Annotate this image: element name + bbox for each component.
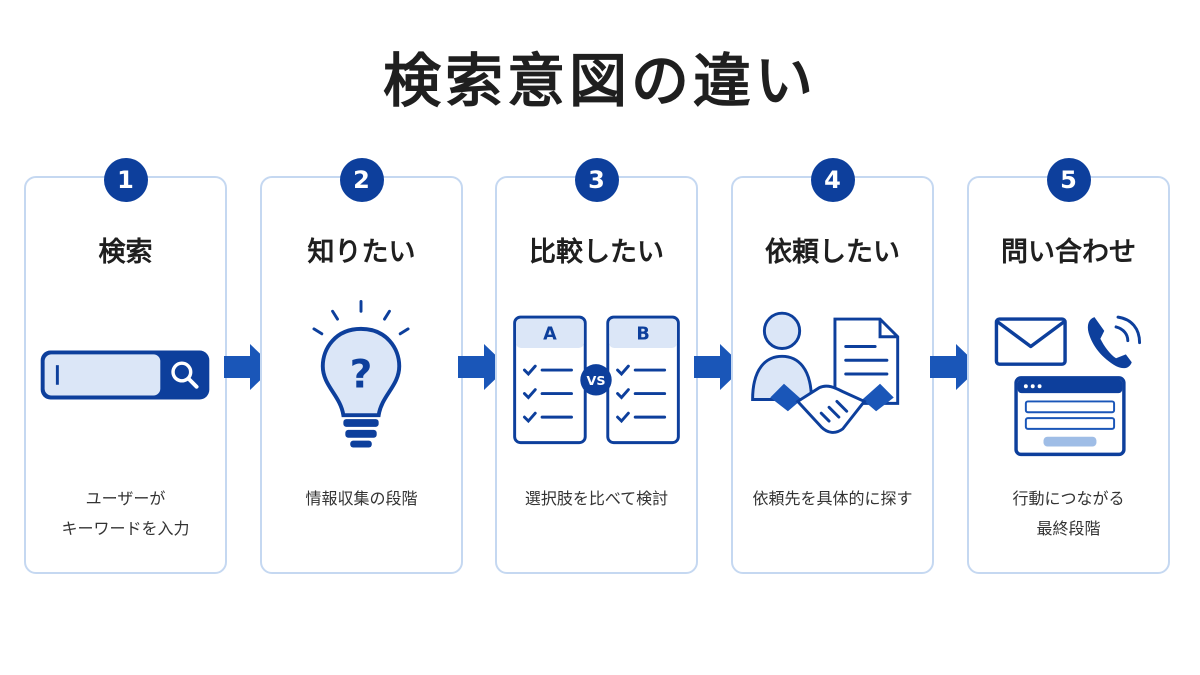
step-description: 依頼先を具体的に探す <box>752 489 913 508</box>
phone-icon <box>1087 315 1142 369</box>
step-card-1: 1 検索 ユーザーが キーワードを入力 <box>24 158 227 574</box>
step-title: 検索 <box>98 237 153 268</box>
page-title: 検索意図の違い <box>382 47 817 115</box>
mail-icon <box>994 317 1067 366</box>
vs-label: VS <box>586 374 605 389</box>
lightbulb-question-icon: ? <box>312 299 410 448</box>
step-description: 行動につながる 最終段階 <box>1012 489 1125 538</box>
step-card-5: 5 問い合わせ 行動につながる 最終段階 <box>967 158 1170 574</box>
step-number-badge: 2 <box>339 158 384 202</box>
web-form-icon <box>1014 376 1126 457</box>
step-card-2: 2 知りたい ? 情報収集の段階 <box>260 158 463 574</box>
handshake-icon <box>770 383 894 434</box>
step-description: 選択肢を比べて検討 <box>524 489 669 508</box>
step-description: ユーザーが キーワードを入力 <box>61 489 190 538</box>
step-description: 情報収集の段階 <box>305 489 418 508</box>
svg-text:?: ? <box>350 353 373 398</box>
step-number-badge: 4 <box>810 158 855 202</box>
compare-label-a: A <box>543 325 557 345</box>
handshake-document-icon <box>751 311 900 434</box>
compare-label-b: B <box>636 325 649 345</box>
checklist-b: B <box>606 315 680 445</box>
search-bar-icon <box>40 350 210 400</box>
step-card-3: 3 比較したい A B VS 選択肢を比べて検討 <box>495 158 698 574</box>
step-title: 比較したい <box>529 237 664 268</box>
step-title: 依頼したい <box>765 237 900 268</box>
step-title: 知りたい <box>307 237 416 268</box>
step-card-4: 4 依頼したい 依頼先を具体的に探す <box>731 158 934 574</box>
step-title: 問い合わせ <box>1001 237 1136 268</box>
comparison-checklist-icon: A B VS <box>513 315 680 445</box>
checklist-a: A <box>513 315 587 445</box>
step-number-badge: 1 <box>103 158 148 202</box>
step-number-badge: 3 <box>574 158 619 202</box>
contact-form-icon <box>994 315 1142 457</box>
step-number-badge: 5 <box>1046 158 1091 202</box>
